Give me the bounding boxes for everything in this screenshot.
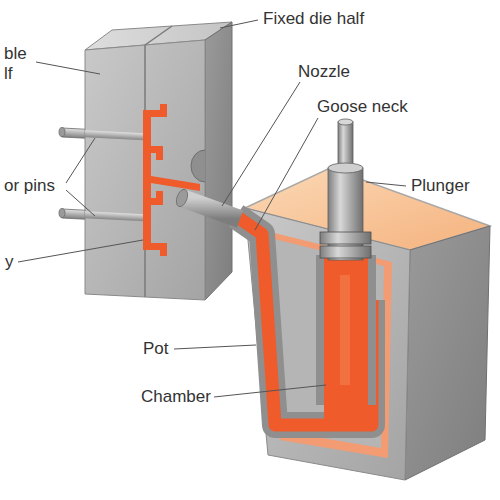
part-label: or pins <box>3 176 56 196</box>
part-label: Pot <box>142 339 170 359</box>
part-label: Chamber <box>140 387 212 407</box>
part-label: Plunger <box>410 176 471 196</box>
leader-lines <box>18 20 406 397</box>
part-label: ble lf <box>3 44 35 83</box>
part-label: Goose neck <box>316 97 409 117</box>
die-block <box>85 22 232 300</box>
ejector-pin-tips <box>85 130 145 221</box>
plunger <box>320 119 371 260</box>
part-label: Nozzle <box>297 62 351 82</box>
die-cavity <box>143 104 200 256</box>
part-label: Fixed die half <box>262 9 365 29</box>
part-label: y <box>4 252 15 272</box>
goose-neck <box>236 216 376 430</box>
